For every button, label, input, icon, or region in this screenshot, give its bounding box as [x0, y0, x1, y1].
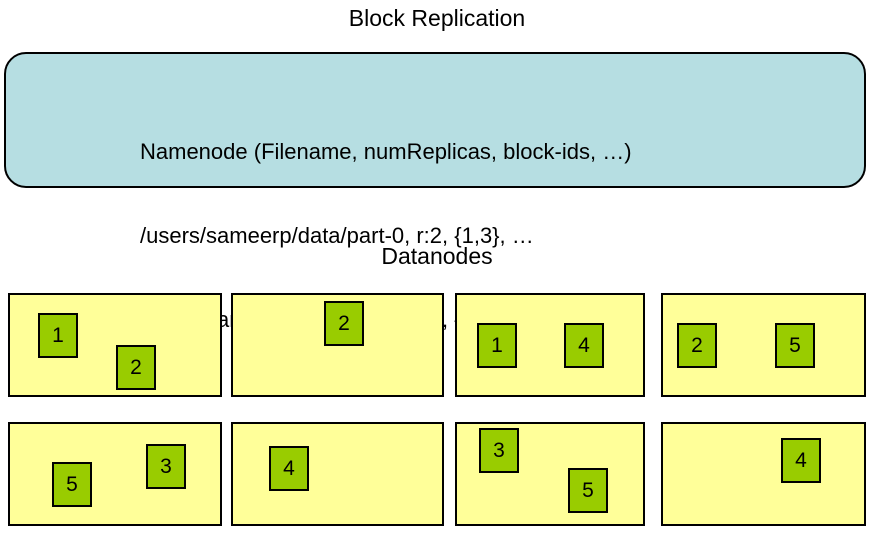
block-square[interactable]: 1	[477, 323, 517, 368]
block-square[interactable]: 5	[52, 462, 92, 507]
block-square[interactable]: 4	[269, 446, 309, 491]
block-square[interactable]: 4	[564, 323, 604, 368]
namenode-line-schema: Namenode (Filename, numReplicas, block-i…	[140, 139, 632, 164]
block-square[interactable]: 3	[146, 444, 186, 489]
block-square[interactable]: 5	[568, 468, 608, 513]
page-title: Block Replication	[348, 5, 526, 31]
namenode-panel: Namenode (Filename, numReplicas, block-i…	[4, 52, 866, 332]
datanode-6[interactable]: 4	[231, 422, 444, 526]
block-square[interactable]: 2	[677, 323, 717, 368]
namenode-line-part-0: /users/sameerp/data/part-0, r:2, {1,3}, …	[140, 223, 534, 248]
block-square[interactable]: 3	[479, 428, 519, 473]
block-square[interactable]: 1	[38, 313, 78, 358]
datanodes-section-label: Datanodes	[381, 243, 493, 269]
datanode-2[interactable]: 2	[231, 293, 444, 397]
block-square[interactable]: 2	[324, 301, 364, 346]
block-square[interactable]: 2	[116, 345, 156, 390]
datanode-8[interactable]: 4	[661, 422, 866, 526]
block-square[interactable]: 5	[775, 323, 815, 368]
block-square[interactable]: 4	[781, 438, 821, 483]
